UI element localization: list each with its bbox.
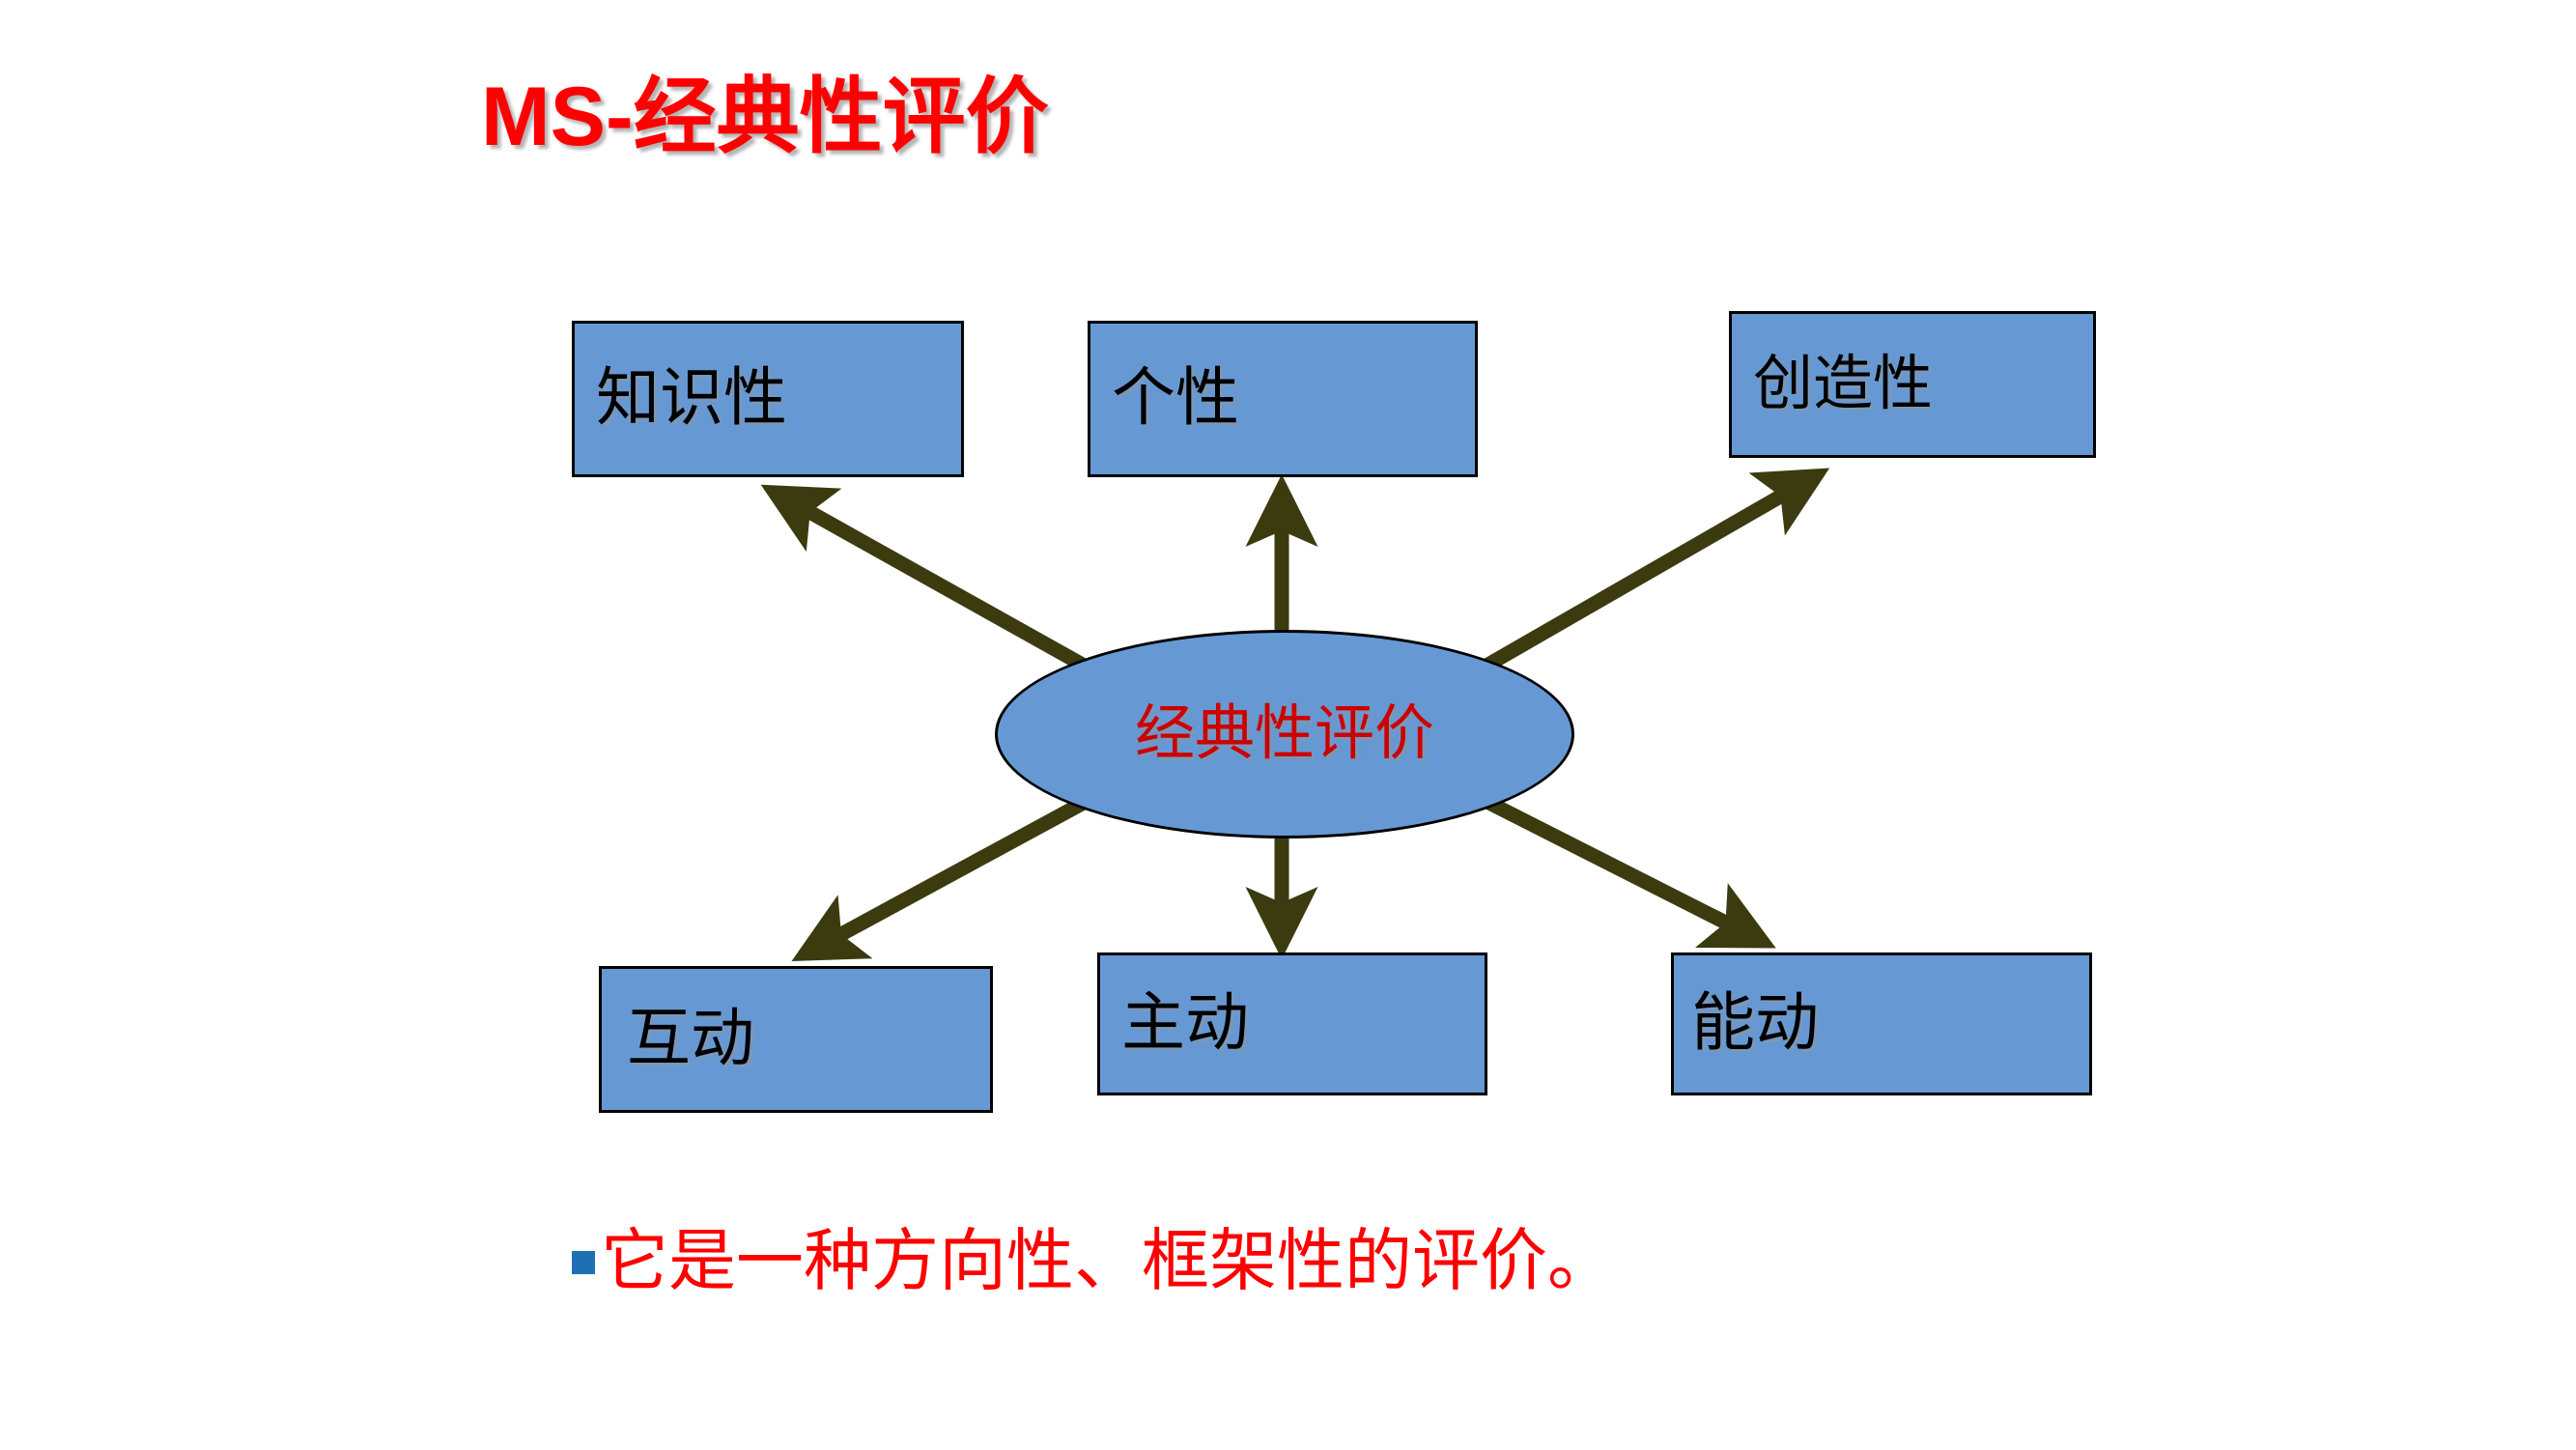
node-label: 互动 [627, 1004, 754, 1074]
node-box-hudong[interactable]: 互动 [599, 966, 993, 1113]
bullet-line: 它是一种方向性、框架性的评价。 [572, 1229, 1615, 1296]
arrow-to-chuangzao [1464, 468, 1830, 683]
bullet-text: 它是一种方向性、框架性的评价。 [601, 1225, 1615, 1299]
node-box-zhishixing[interactable]: 知识性 [572, 321, 964, 477]
center-ellipse-label: 经典性评价 [1134, 701, 1434, 767]
node-label: 个性 [1112, 363, 1239, 434]
arrow-to-hudong [791, 785, 1107, 962]
arrow-to-nengdong [1464, 785, 1776, 949]
node-box-zhudong[interactable]: 主动 [1097, 952, 1487, 1095]
node-label: 主动 [1121, 988, 1249, 1059]
center-ellipse-node[interactable]: 经典性评价 [995, 630, 1574, 839]
node-label: 知识性 [596, 363, 787, 434]
node-box-gexing[interactable]: 个性 [1088, 321, 1478, 477]
arrow-to-zhishixing [760, 484, 1107, 683]
page-title: MS-经典性评价 [481, 71, 1049, 163]
node-label: 创造性 [1753, 352, 1934, 417]
node-box-chuangzao[interactable]: 创造性 [1729, 311, 2096, 458]
node-box-nengdong[interactable]: 能动 [1671, 952, 2092, 1095]
square-bullet-icon [572, 1251, 595, 1274]
node-label: 能动 [1691, 988, 1819, 1059]
